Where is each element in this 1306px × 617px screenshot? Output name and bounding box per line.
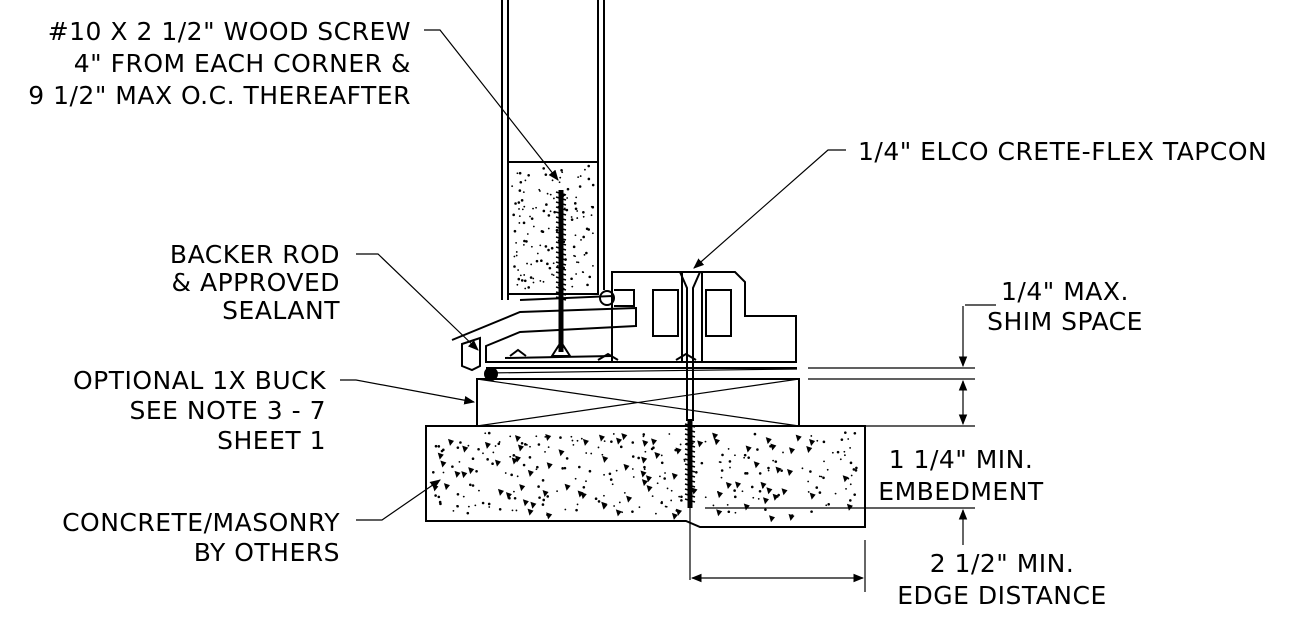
label-concrete: CONCRETE/MASONRY BY OTHERS [62, 508, 340, 567]
label-buck-line2: SEE NOTE 3 - 7 [129, 396, 326, 425]
label-wood-screw: #10 X 2 1/2" WOOD SCREW 4" FROM EACH COR… [28, 17, 411, 110]
shim-space [485, 367, 798, 374]
label-concrete-line1: CONCRETE/MASONRY [62, 508, 340, 537]
label-tapcon: 1/4" ELCO CRETE-FLEX TAPCON [858, 137, 1267, 166]
label-concrete-line2: BY OTHERS [194, 538, 340, 567]
label-buck: OPTIONAL 1X BUCK SEE NOTE 3 - 7 SHEET 1 [73, 366, 326, 455]
label-edge-distance-line1: 2 1/2" MIN. [930, 549, 1075, 578]
label-backer-rod-line1: BACKER ROD [170, 240, 340, 269]
label-edge-distance-line2: EDGE DISTANCE [897, 581, 1107, 610]
label-shim-space-line2: SHIM SPACE [987, 307, 1143, 336]
window-frame-sill [451, 0, 797, 381]
tapcon-anchor [678, 271, 702, 580]
label-buck-line1: OPTIONAL 1X BUCK [73, 366, 326, 395]
label-edge-distance: 2 1/2" MIN. EDGE DISTANCE [897, 549, 1107, 610]
label-buck-line3: SHEET 1 [217, 426, 326, 455]
label-backer-rod-line3: SEALANT [222, 296, 340, 325]
label-shim-space-line1: 1/4" MAX. [1001, 277, 1129, 306]
dimension-lines [690, 306, 975, 592]
label-embedment-line2: EMBEDMENT [878, 477, 1044, 506]
label-embedment-line1: 1 1/4" MIN. [889, 445, 1034, 474]
label-backer-rod-line2: & APPROVED [172, 268, 340, 297]
label-wood-screw-line2: 4" FROM EACH CORNER & [74, 49, 411, 78]
label-wood-screw-line3: 9 1/2" MAX O.C. THEREAFTER [28, 81, 411, 110]
label-shim-space: 1/4" MAX. SHIM SPACE [987, 277, 1143, 336]
label-wood-screw-line1: #10 X 2 1/2" WOOD SCREW [48, 17, 411, 46]
wood-buck [476, 378, 800, 427]
label-backer-rod: BACKER ROD & APPROVED SEALANT [170, 240, 340, 325]
concrete-masonry-base [425, 425, 866, 528]
label-embedment: 1 1/4" MIN. EMBEDMENT [878, 445, 1044, 506]
leader-lines [340, 29, 996, 521]
wood-screw [550, 190, 572, 357]
